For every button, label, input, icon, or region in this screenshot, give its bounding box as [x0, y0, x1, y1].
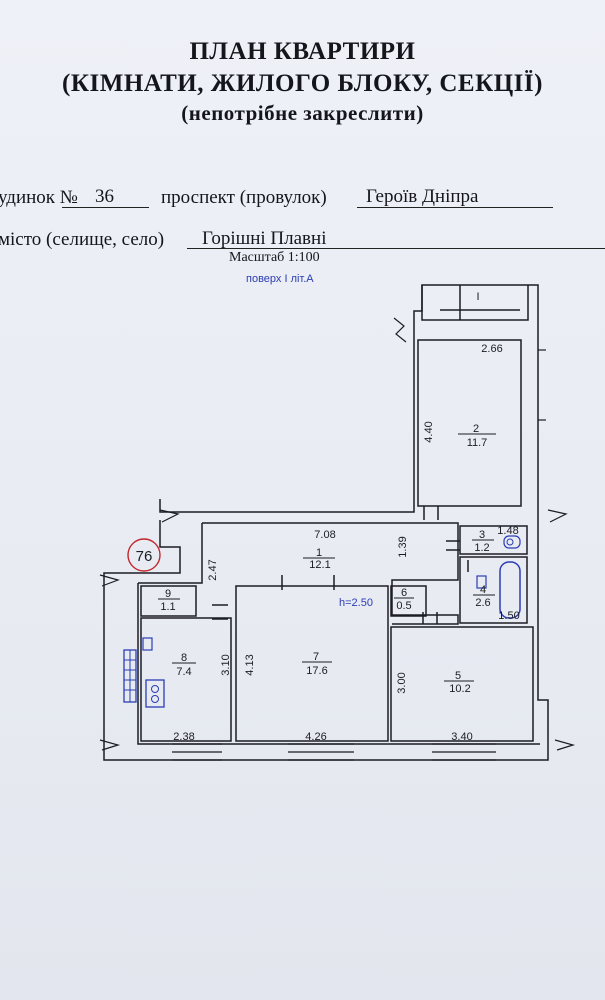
room-area-9: 1.1	[160, 601, 175, 613]
wall-break-marks	[99, 317, 576, 751]
city-name: Горішні Плавні	[202, 228, 327, 249]
room-number-3: 3	[479, 529, 485, 541]
dimension-labels: 2.66 4.40 7.08 1.39 2.47 1.48 1.50 3.10 …	[173, 343, 519, 743]
bathtub-icon	[499, 561, 521, 619]
room-number-2: 2	[473, 423, 479, 435]
room-labels: 2 11.7 1 12.1 3 1.2 4 2.6 5 10.2 6 0.5 7…	[158, 291, 496, 695]
dim-room8-height: 3.10	[220, 654, 232, 675]
radiator-icon	[123, 649, 137, 703]
dim-corridor-width: 1.39	[397, 536, 409, 557]
document-subtitle: (КІМНАТИ, ЖИЛОГО БЛОКУ, СЕКЦІЇ)	[62, 70, 543, 97]
document-title: ПЛАН КВАРТИРИ	[189, 38, 416, 65]
dim-room7-width: 4.26	[305, 731, 326, 743]
dim-bath-width: 1.50	[498, 610, 519, 622]
room-number-8: 8	[181, 652, 187, 664]
house-number: 36	[95, 186, 114, 207]
apartment-number: 76	[136, 548, 153, 565]
room-area-3: 1.2	[474, 542, 489, 554]
washbasin-icon	[476, 575, 487, 589]
dim-room5-height: 3.00	[396, 672, 408, 693]
city-label: місто (селище, село)	[0, 229, 165, 250]
street-type-label: проспект (провулок)	[161, 187, 327, 208]
dim-room2-width: 2.66	[481, 343, 502, 355]
dim-room8-width: 2.38	[173, 731, 194, 743]
room-area-5: 10.2	[449, 683, 470, 695]
windows	[172, 349, 546, 761]
sink-icon	[142, 637, 153, 651]
dim-room5-width: 3.40	[451, 731, 472, 743]
ceiling-height: h=2.50	[339, 597, 373, 609]
street-name-underline	[357, 207, 553, 208]
dim-room7-height: 4.13	[244, 654, 256, 675]
apartment-number-stamp: 76	[127, 538, 161, 572]
room-number-9: 9	[165, 588, 171, 600]
document-note: (непотрібне закреслити)	[181, 101, 424, 125]
room-area-8: 7.4	[176, 666, 191, 678]
room-area-1: 12.1	[309, 559, 330, 571]
room-number-5: 5	[455, 670, 461, 682]
room-area-4: 2.6	[475, 597, 490, 609]
room-area-2: 11.7	[467, 437, 488, 449]
floor-label: поверх І літ.А	[246, 273, 314, 285]
room-area-7: 17.6	[306, 665, 327, 677]
dim-room2-length: 4.40	[423, 421, 435, 442]
city-name-underline	[187, 248, 605, 249]
stove-icon	[145, 679, 165, 708]
dim-corridor-length: 7.08	[314, 529, 335, 541]
room-number-1: 1	[316, 547, 322, 559]
balcony-mark: І	[476, 291, 479, 303]
walls	[103, 284, 549, 761]
scale-label: Масштаб 1:100	[229, 250, 320, 265]
room-area-6: 0.5	[396, 600, 411, 612]
dim-wc-width: 1.48	[497, 525, 518, 537]
room-number-4: 4	[480, 584, 486, 596]
house-label: удинок №	[0, 187, 78, 208]
street-name: Героїв Дніпра	[366, 186, 479, 207]
room-number-7: 7	[313, 651, 319, 663]
dim-hall-height: 2.47	[207, 559, 219, 580]
house-number-underline	[62, 207, 149, 208]
toilet-icon	[503, 535, 521, 549]
room-number-6: 6	[401, 587, 407, 599]
